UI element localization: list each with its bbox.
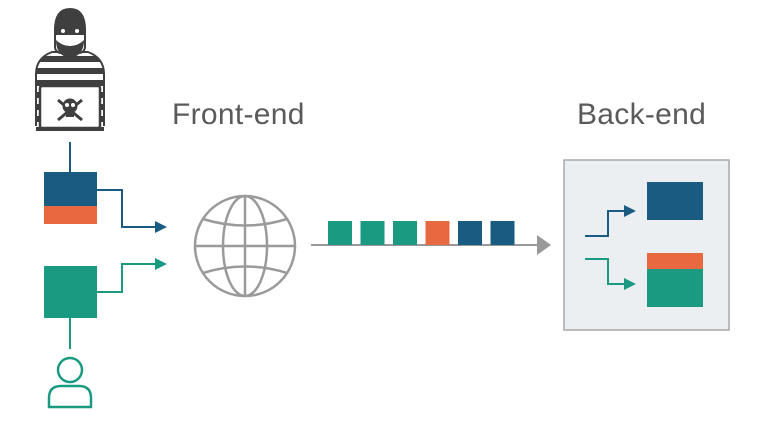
backend-block-teal [647, 269, 703, 307]
stream-packet-teal [328, 221, 352, 245]
stream-packet-blue [458, 221, 482, 245]
attacker-arrowhead [155, 221, 167, 233]
user-icon [47, 356, 93, 409]
user-arrowhead [155, 258, 167, 270]
hacker-icon [35, 8, 105, 131]
attacker-arrow [97, 189, 155, 228]
back-end-label: Back-end [577, 98, 707, 131]
request-stream [328, 221, 515, 245]
globe-icon [193, 194, 297, 298]
backend-arrowhead-teal [624, 278, 636, 290]
backend-panel [563, 159, 730, 331]
stream-packet-orange [425, 221, 450, 245]
backend-block-blue [647, 182, 703, 220]
stream-arrowhead [537, 235, 551, 255]
attacker-packet-orange [44, 206, 97, 224]
stream-packet-teal [360, 221, 385, 245]
skull-icon [57, 98, 83, 122]
backend-arrow-blue [585, 210, 625, 237]
attacker-packet-blue [44, 172, 97, 206]
user-packet [44, 266, 97, 318]
front-end-label: Front-end [172, 98, 305, 131]
stream-packet-teal [393, 221, 417, 245]
stream-packet-blue [490, 221, 515, 245]
user-arrow [97, 263, 155, 293]
backend-block-orange [647, 253, 703, 269]
backend-arrowhead-blue [624, 205, 636, 217]
backend-arrow-teal [585, 258, 625, 285]
